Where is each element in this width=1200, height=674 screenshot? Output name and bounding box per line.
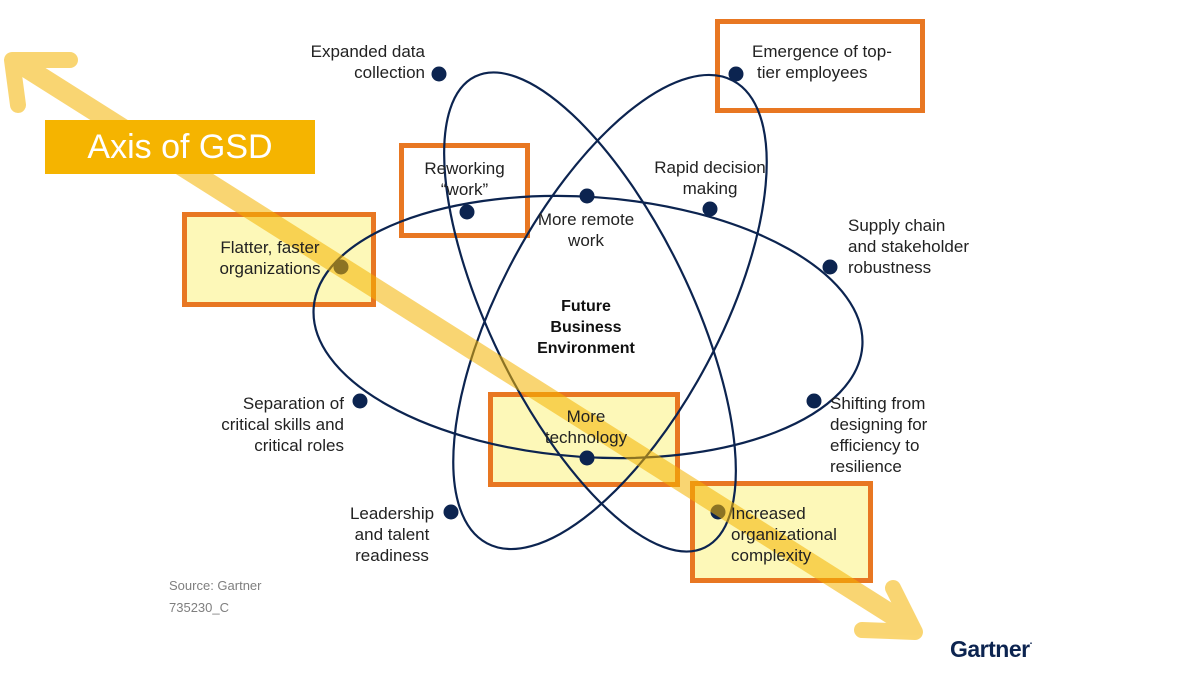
node-dot-reworking <box>459 204 475 220</box>
gartner-logo: Gartner. <box>950 636 1032 662</box>
node-dot-top-tier <box>728 66 744 82</box>
label-shifting: Shifting from designing for efficiency t… <box>830 394 928 476</box>
label-complexity: Increased organizational complexity <box>731 504 837 565</box>
node-dot-separation <box>352 393 368 409</box>
label-reworking: Reworking “work” <box>424 159 505 199</box>
node-dot-supply-chain <box>822 259 838 275</box>
node-dot-shifting <box>806 393 822 409</box>
highlight-box-reworking <box>399 143 530 238</box>
node-dot-expanded-data <box>431 66 447 82</box>
label-leadership: Leadership and talent readiness <box>349 504 435 565</box>
label-more-technology: More technology <box>544 407 628 447</box>
label-expanded-data: Expanded data collection <box>310 42 425 82</box>
node-dot-leadership <box>443 504 459 520</box>
label-supply-chain: Supply chain and stakeholder robustness <box>848 216 969 277</box>
orbit-horizontal <box>312 194 864 460</box>
label-remote-work: More remote work <box>537 210 635 250</box>
center-label: Future Business Environment <box>537 298 635 357</box>
document-code: 735230_C <box>169 600 229 615</box>
label-flatter: Flatter, faster organizations <box>219 238 321 278</box>
label-rapid-decision: Rapid decision making <box>654 158 766 198</box>
source-note: Source: Gartner <box>169 578 262 593</box>
node-dot-rapid-decision <box>702 201 718 217</box>
label-top-tier: Emergence of top- tier employees <box>752 42 892 82</box>
axis-of-gsd-label: Axis of GSD <box>45 120 315 174</box>
node-dot-remote-work <box>579 188 595 204</box>
label-separation: Separation of critical skills and critic… <box>221 394 344 455</box>
node-dot-more-technology <box>579 450 595 466</box>
highlight-box-top-tier <box>715 19 925 113</box>
